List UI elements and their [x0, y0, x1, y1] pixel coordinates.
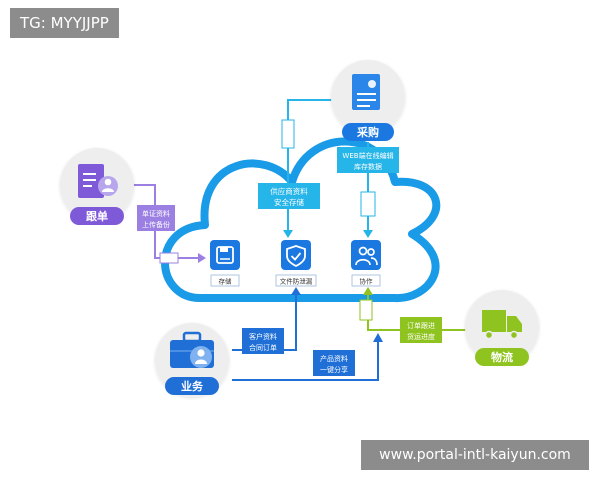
svg-text:协作: 协作: [360, 277, 374, 286]
top-watermark: TG: MYYJJPP: [10, 8, 119, 38]
svg-text:一键分享: 一键分享: [320, 365, 348, 374]
shield-check-icon: [286, 245, 306, 268]
svg-text:跟单: 跟单: [86, 209, 108, 223]
svg-text:业务: 业务: [181, 379, 204, 393]
svg-text:单证资料: 单证资料: [142, 209, 170, 218]
svg-text:订单跟进: 订单跟进: [407, 321, 435, 330]
role-followup: 跟单: [60, 148, 134, 225]
svg-text:货运进度: 货运进度: [407, 332, 435, 341]
file-user-icon: [78, 164, 118, 198]
flow-label-order: 订单跟进 货运进度: [400, 317, 442, 343]
cloud-shape: [161, 137, 441, 303]
pipe-stubs: [159, 119, 376, 321]
svg-text:WEB端在线编辑: WEB端在线编辑: [342, 151, 393, 160]
role-business: 业务: [155, 323, 229, 397]
module-collab: 协作: [351, 240, 381, 287]
module-file-protect: 文件防泄漏: [275, 240, 317, 287]
flow-label-docs: 单证资料 上传备份: [137, 205, 175, 231]
users-icon: [355, 246, 378, 266]
flow-label-web: WEB端在线编辑 库存数据: [337, 147, 399, 173]
bottom-watermark: www.portal-intl-kaiyun.com: [361, 440, 589, 470]
svg-text:安全存储: 安全存储: [274, 197, 304, 207]
svg-text:合同订单: 合同订单: [249, 343, 277, 352]
svg-text:产品资料: 产品资料: [320, 354, 348, 363]
svg-text:存储: 存储: [219, 277, 233, 286]
truck-icon: [482, 310, 522, 340]
role-procurement: 采购: [331, 60, 405, 141]
svg-text:供应商资料: 供应商资料: [270, 186, 308, 196]
document-icon: [352, 74, 380, 110]
role-logistics: 物流: [465, 290, 539, 366]
svg-text:库存数据: 库存数据: [354, 162, 382, 171]
flow-label-customer: 客户资料 合同订单: [242, 328, 284, 354]
module-storage: 存储: [210, 240, 240, 287]
briefcase-user-icon: [170, 331, 214, 368]
flow-label-product: 产品资料 一键分享: [313, 350, 355, 376]
svg-text:文件防泄漏: 文件防泄漏: [280, 277, 313, 286]
svg-text:物流: 物流: [491, 350, 513, 364]
svg-text:上传备份: 上传备份: [142, 220, 170, 229]
save-icon: [216, 246, 234, 264]
svg-text:采购: 采购: [356, 125, 379, 139]
svg-text:客户资料: 客户资料: [249, 332, 277, 341]
flow-label-supplier: 供应商资料 安全存储: [258, 183, 320, 209]
